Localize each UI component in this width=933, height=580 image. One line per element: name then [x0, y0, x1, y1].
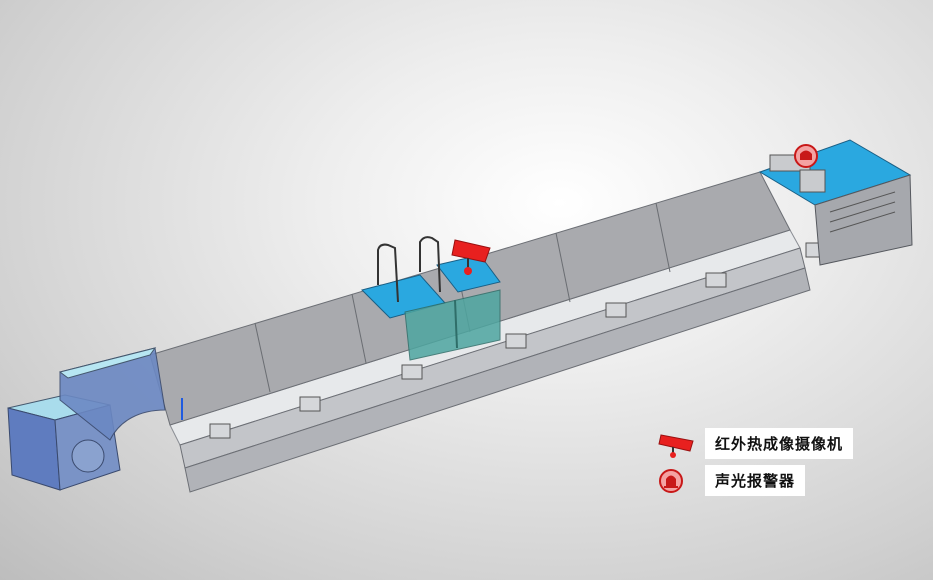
legend-alarm-label: 声光报警器 [705, 465, 806, 496]
trough-lower-rail [184, 267, 811, 493]
tail-cover-top [58, 347, 157, 379]
legend-alarm: 声光报警器 [655, 465, 806, 496]
tail-end-port [71, 439, 105, 473]
infrared-camera-icon [658, 433, 694, 458]
alarm-siren-icon [659, 468, 683, 493]
enclosure-door-line [454, 299, 458, 349]
alarm-siren-head [794, 144, 818, 168]
side-brackets [209, 242, 827, 439]
legend-camera-label: 红外热成像摄像机 [705, 428, 854, 459]
infrared-camera-middle [451, 239, 491, 275]
head-end-side [814, 174, 913, 266]
tail-end-front [7, 407, 61, 491]
head-end-slots [829, 191, 896, 233]
legend-camera: 红外热成像摄像机 [655, 428, 854, 459]
station-arch-frames [377, 236, 441, 303]
station-enclosure [404, 289, 501, 361]
